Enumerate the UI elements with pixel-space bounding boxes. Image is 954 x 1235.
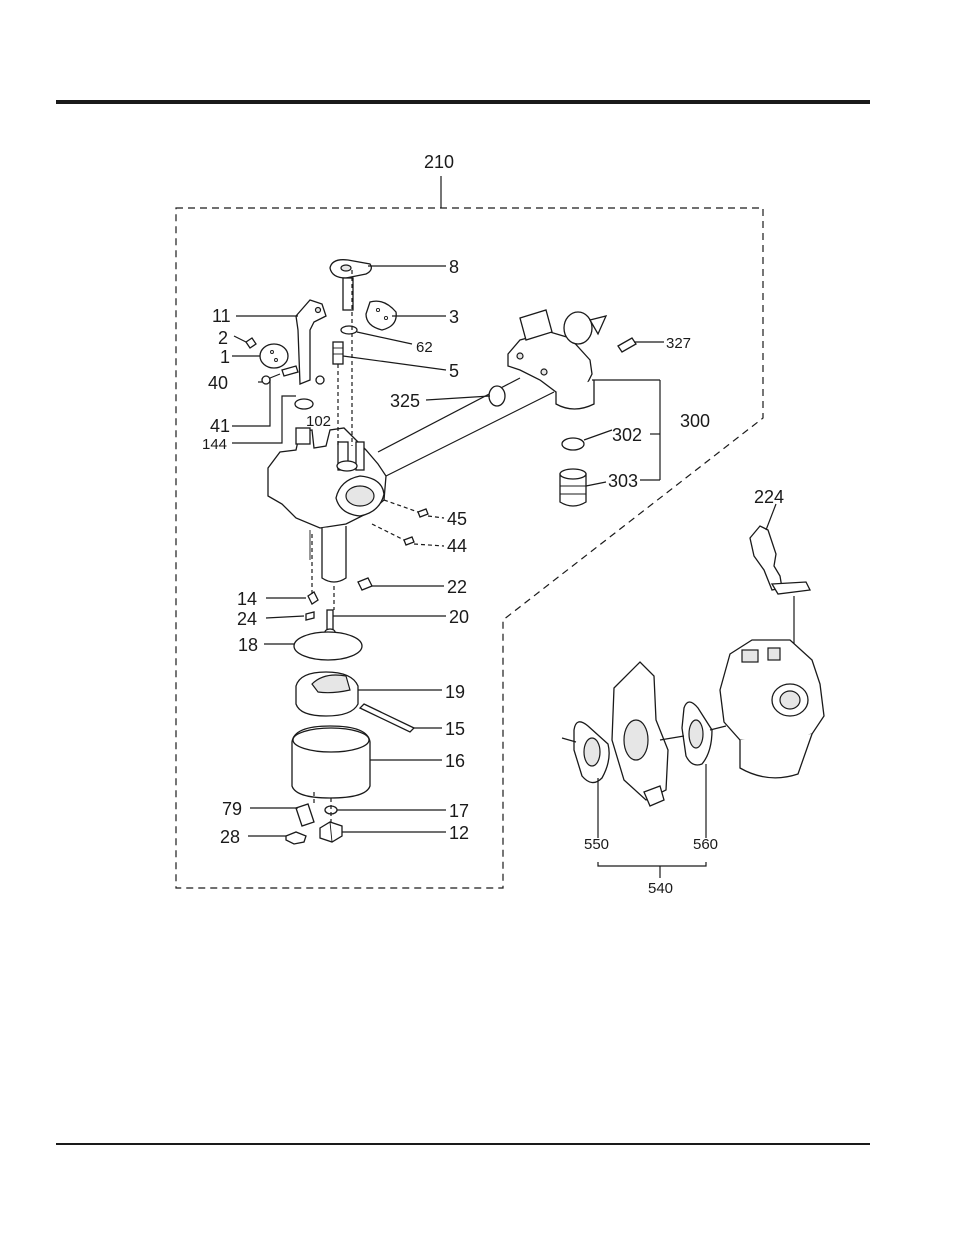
callout-144: 144 <box>202 436 227 453</box>
callout-303: 303 <box>608 471 638 491</box>
callout-40: 40 <box>208 373 228 393</box>
callout-14: 14 <box>237 589 257 609</box>
callout-11: 11 <box>212 306 231 326</box>
callout-300: 300 <box>680 411 710 431</box>
part-insulator <box>612 662 668 806</box>
callout-79: 79 <box>222 799 242 819</box>
part-screw-22 <box>358 578 372 590</box>
callout-560: 560 <box>693 836 718 853</box>
part-screw-28 <box>286 832 306 844</box>
callout-12: 12 <box>449 823 469 843</box>
part-bowl-nut-12 <box>320 822 342 842</box>
part-gasket-550 <box>574 722 609 783</box>
part-clip-24 <box>306 612 314 620</box>
part-gasket-560 <box>682 702 712 765</box>
callout-2: 2 <box>218 328 228 348</box>
part-gasket-18 <box>294 632 362 660</box>
callout-20: 20 <box>449 607 469 627</box>
part-jet-45 <box>418 509 428 517</box>
callout-224: 224 <box>754 487 784 507</box>
callout-17: 17 <box>449 801 469 821</box>
callout-24: 24 <box>237 609 257 629</box>
callout-102: 102 <box>306 413 331 430</box>
part-oring-62 <box>341 326 357 334</box>
part-needle-14 <box>308 592 318 604</box>
part-fuel-cup-303 <box>560 469 586 506</box>
part-throttle-lever-8 <box>330 260 371 310</box>
top-rule <box>56 100 870 104</box>
part-screw-79 <box>296 804 314 826</box>
part-fuel-valve <box>508 310 606 409</box>
callout-15: 15 <box>445 719 465 739</box>
part-pin-15 <box>360 704 414 732</box>
callout-327: 327 <box>666 335 691 352</box>
callout-325: 325 <box>390 391 420 411</box>
part-installed-carburetor <box>720 640 824 778</box>
callout-1: 1 <box>220 347 230 367</box>
part-oring-325 <box>489 386 505 406</box>
part-screw-40 <box>262 374 280 384</box>
part-idle-jet-5 <box>333 342 343 364</box>
bottom-rule <box>56 1143 870 1145</box>
callout-22: 22 <box>447 577 467 597</box>
part-bolt-327 <box>618 338 636 352</box>
part-spring-41 <box>282 366 298 376</box>
callout-labels: 210 8 3 62 5 11 2 1 40 41 102 144 325 32… <box>202 152 784 897</box>
part-main-jet-20 <box>325 610 335 635</box>
callout-19: 19 <box>445 682 465 702</box>
callout-45: 45 <box>447 509 467 529</box>
part-oring-302 <box>562 438 584 450</box>
assembly-boundary <box>176 208 763 888</box>
callout-8: 8 <box>449 257 459 277</box>
callout-41: 41 <box>210 416 230 436</box>
callout-210: 210 <box>424 152 454 172</box>
part-jet-44 <box>404 537 414 545</box>
part-carburetor-body <box>268 428 386 582</box>
callout-302: 302 <box>612 425 642 445</box>
callout-16: 16 <box>445 751 465 771</box>
part-float-19 <box>296 672 358 716</box>
part-choke-lever-11 <box>296 300 326 384</box>
callout-5: 5 <box>449 361 459 381</box>
callout-62: 62 <box>416 339 433 356</box>
callout-3: 3 <box>449 307 459 327</box>
callout-18: 18 <box>238 635 258 655</box>
callout-28: 28 <box>220 827 240 847</box>
part-screw-2 <box>246 338 256 348</box>
callout-44: 44 <box>447 536 467 556</box>
part-float-bowl-16 <box>292 726 370 798</box>
part-throttle-plate-3 <box>366 301 396 330</box>
part-lever-224 <box>750 526 810 594</box>
part-washer <box>316 376 324 384</box>
part-choke-plate-1 <box>260 344 288 368</box>
part-seal-102 <box>295 399 313 409</box>
callout-550: 550 <box>584 836 609 853</box>
callout-540: 540 <box>648 880 673 897</box>
